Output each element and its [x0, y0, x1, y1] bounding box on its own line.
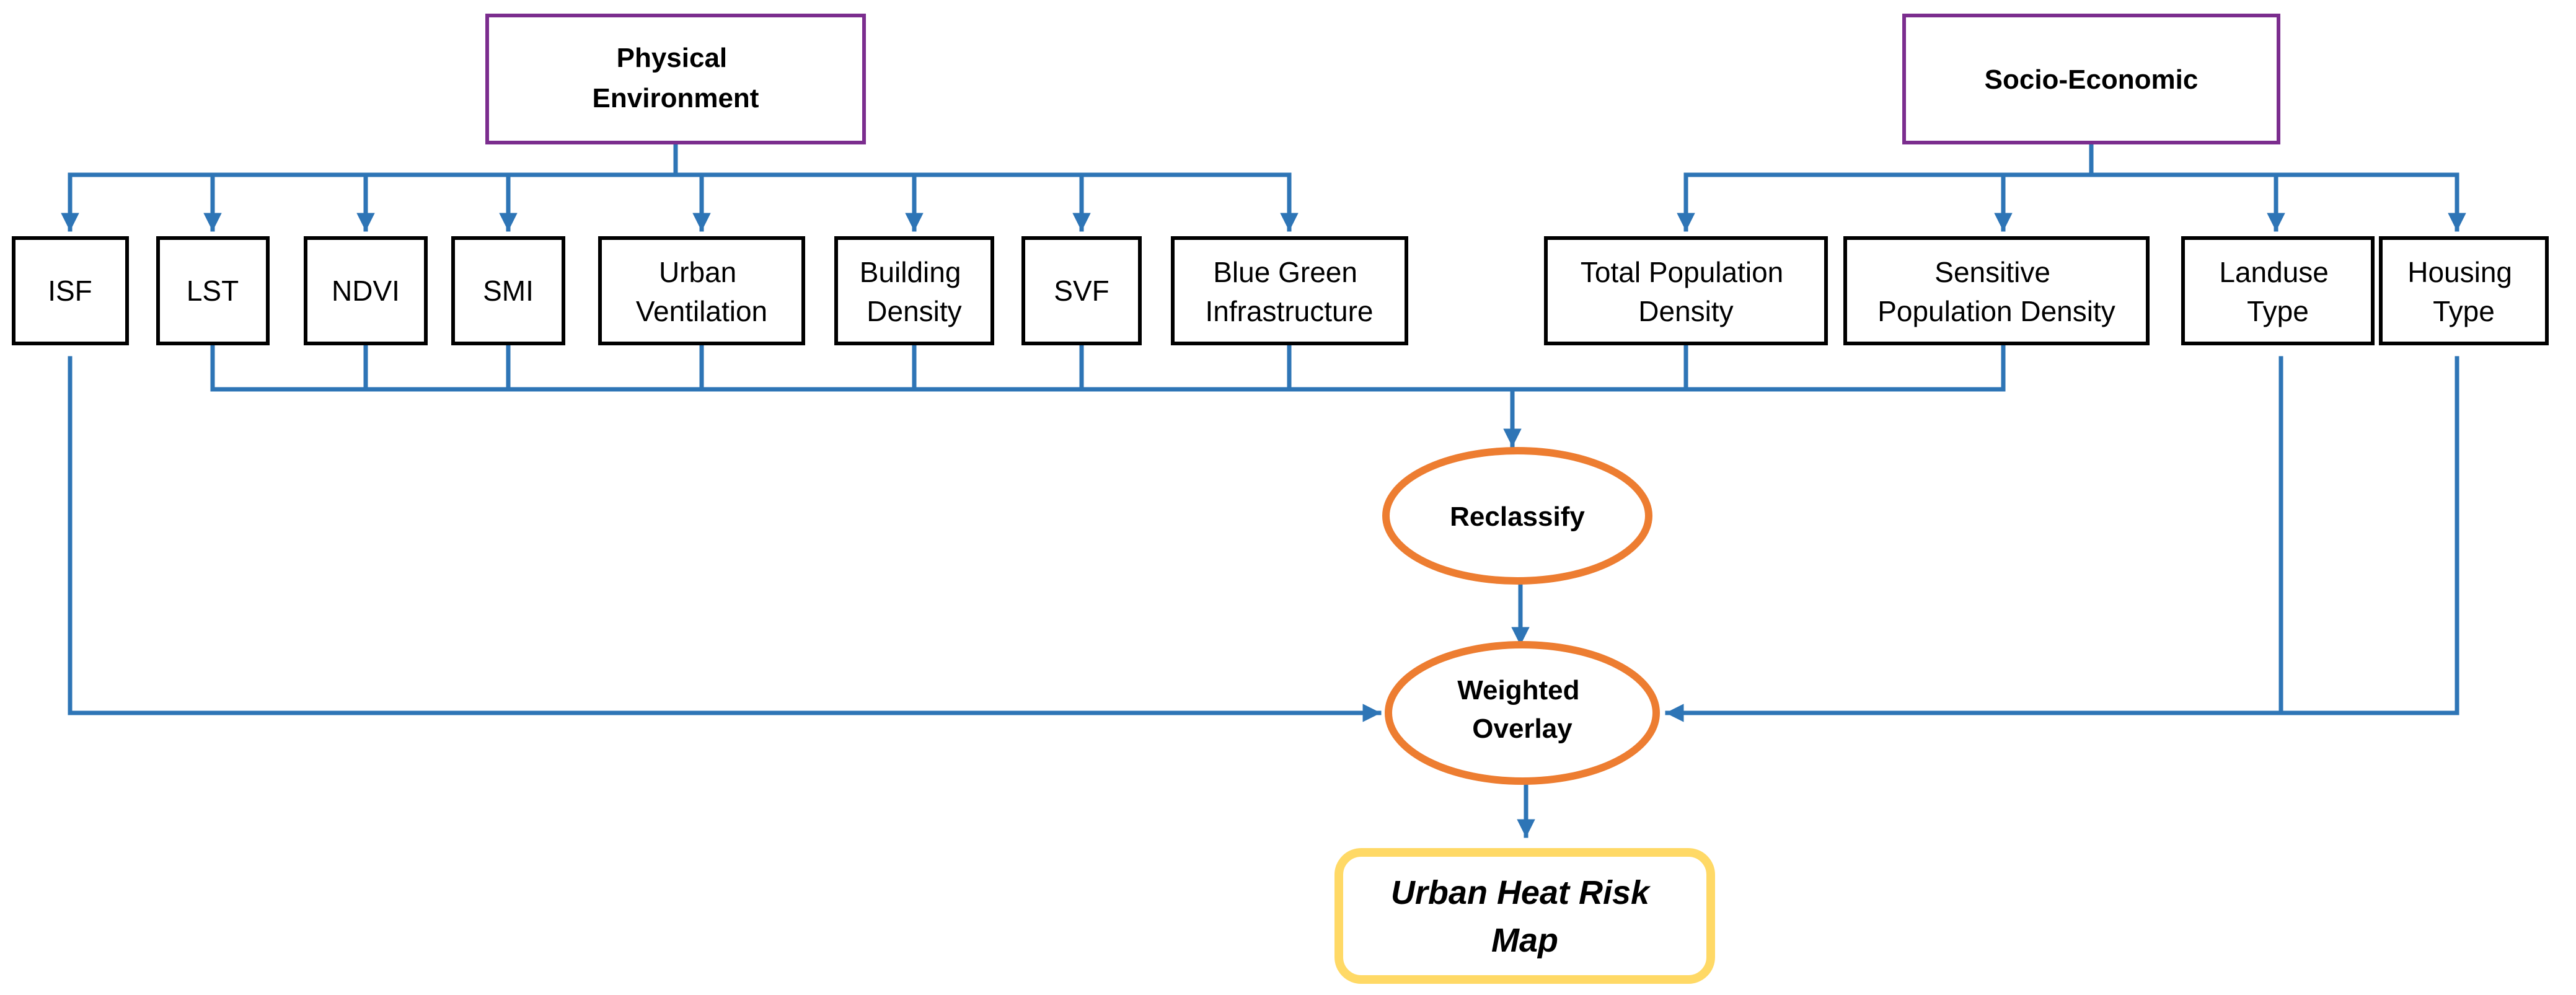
process-weighted-overlay-line-1: Weighted	[1457, 675, 1579, 705]
factor-urban-ventilation-line-2: Ventilation	[636, 295, 767, 327]
factor-total-population-density: Total Population Density	[1544, 236, 1828, 345]
factor-blue-green-line-2: Infrastructure	[1206, 295, 1374, 327]
output-label: Urban Heat Risk Map	[1391, 874, 1659, 959]
factor-housing-type-label: Housing Type	[2407, 256, 2520, 327]
factor-landuse-type-line-2: Type	[2247, 295, 2309, 327]
factor-lst-label: LST	[187, 275, 239, 307]
factor-building-density-line-2: Density	[867, 295, 961, 327]
factor-housing-type-line-1: Housing	[2407, 256, 2512, 288]
factor-total-population-label: Total Population Density	[1581, 256, 1791, 327]
factor-building-density-label: Building Density	[860, 256, 969, 327]
process-weighted-overlay: Weighted Overlay	[1385, 641, 1660, 785]
factor-svf-label: SVF	[1054, 275, 1109, 307]
factor-landuse-type: Landuse Type	[2181, 236, 2375, 345]
category-socio-economic: Socio-Economic	[1902, 14, 2280, 144]
output-line-1: Urban Heat Risk	[1391, 874, 1651, 911]
factor-housing-type-line-2: Type	[2433, 295, 2495, 327]
output-line-2: Map	[1491, 922, 1558, 959]
category-physical-line-1: Physical	[617, 43, 728, 73]
output-urban-heat-risk-map: Urban Heat Risk Map	[1334, 848, 1715, 984]
factor-isf: ISF	[12, 236, 129, 345]
factor-urban-ventilation-label: Urban Ventilation	[636, 256, 767, 327]
factor-lst: LST	[156, 236, 270, 345]
factor-landuse-type-label: Landuse Type	[2219, 256, 2336, 327]
factor-blue-green-infrastructure: Blue Green Infrastructure	[1171, 236, 1408, 345]
factor-total-population-line-2: Density	[1638, 295, 1733, 327]
factor-ndvi-label: NDVI	[332, 275, 400, 307]
factor-landuse-type-line-1: Landuse	[2219, 256, 2329, 288]
category-physical-environment: Physical Environment	[485, 14, 866, 144]
factor-sensitive-population-density: Sensitive Population Density	[1843, 236, 2150, 345]
process-weighted-overlay-line-2: Overlay	[1472, 714, 1573, 744]
factor-blue-green-line-1: Blue Green	[1213, 256, 1357, 288]
factor-isf-label: ISF	[48, 275, 92, 307]
factor-building-density: Building Density	[834, 236, 994, 345]
factor-urban-ventilation: Urban Ventilation	[598, 236, 805, 345]
factor-sensitive-population-label: Sensitive Population Density	[1877, 256, 2115, 327]
factor-ndvi: NDVI	[304, 236, 428, 345]
factor-urban-ventilation-line-1: Urban	[659, 256, 736, 288]
factor-building-density-line-1: Building	[860, 256, 961, 288]
category-socio-label: Socio-Economic	[1985, 64, 2199, 95]
category-physical-line-2: Environment	[593, 83, 759, 113]
category-physical-label: Physical Environment	[593, 43, 759, 113]
factor-sensitive-population-line-2: Population Density	[1877, 295, 2115, 327]
process-reclassify-label: Reclassify	[1450, 502, 1585, 532]
connectors	[61, 140, 2466, 838]
factor-housing-type: Housing Type	[2379, 236, 2549, 345]
process-weighted-overlay-label: Weighted Overlay	[1457, 675, 1587, 744]
factor-blue-green-label: Blue Green Infrastructure	[1206, 256, 1374, 327]
factor-smi: SMI	[451, 236, 565, 345]
process-reclassify: Reclassify	[1382, 447, 1652, 585]
factor-total-population-line-1: Total Population	[1581, 256, 1783, 288]
factor-smi-label: SMI	[483, 275, 534, 307]
factor-sensitive-population-line-1: Sensitive	[1934, 256, 2050, 288]
factor-svf: SVF	[1021, 236, 1142, 345]
